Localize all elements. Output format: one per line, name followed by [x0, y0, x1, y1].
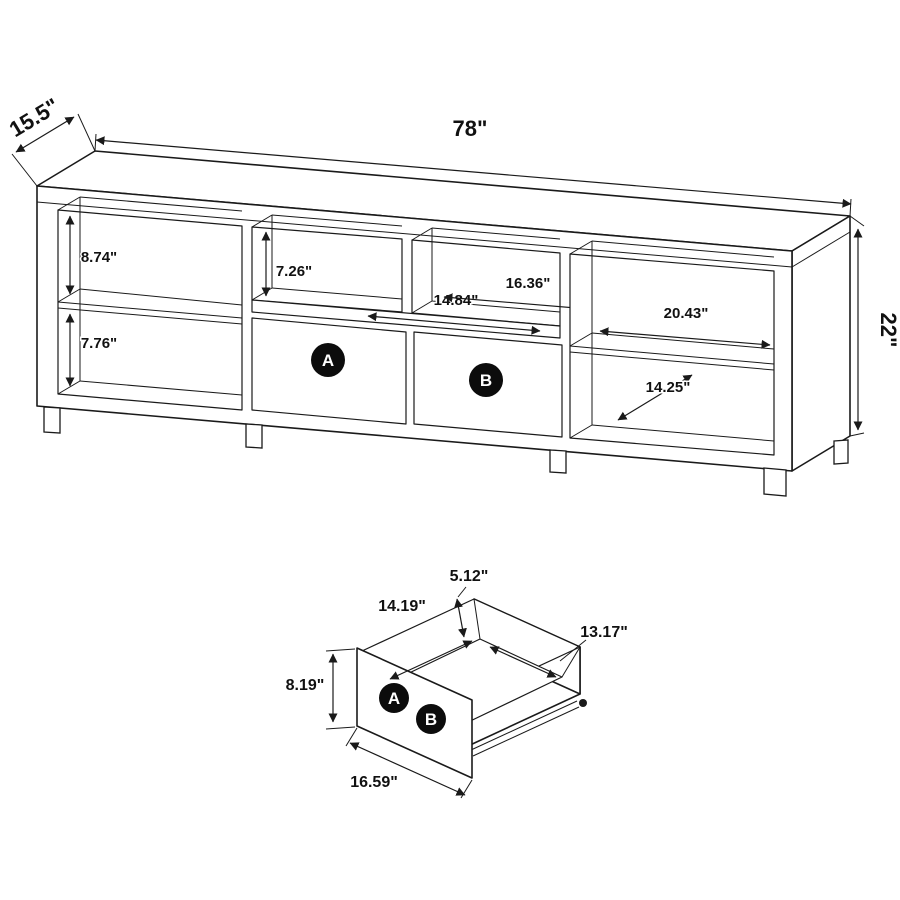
dim-line-depth — [15, 116, 75, 153]
dim-label-inner-depth: 14.19" — [378, 598, 426, 615]
drawer-badge-b — [416, 704, 446, 734]
drawer-glide-rail — [472, 706, 580, 757]
dim-line-inner-depth — [389, 640, 473, 680]
cabinet-depth-edge — [569, 240, 593, 255]
dim-line-width — [95, 136, 852, 208]
console-foot — [43, 406, 61, 434]
dim-label-cubby-width-left: 14.84" — [434, 292, 479, 309]
cabinet-back-edge — [79, 380, 243, 396]
drawer-inner-corner-edge — [473, 598, 481, 640]
shelf-side-edge — [569, 332, 593, 347]
cubby-depth-edge — [251, 214, 273, 228]
dim-label-height: 22" — [876, 313, 900, 348]
cabinet-back-edge — [591, 240, 775, 258]
dim-label-front-width: 16.59" — [350, 774, 398, 791]
drawer-diagram: A B 8.19" 16.59" 5.12" 14.19" 13.17" — [284, 567, 629, 799]
leader-line — [457, 586, 467, 598]
cubby-depth-edge — [411, 227, 433, 241]
drawer-a-letter: A — [322, 351, 334, 370]
drawer-inner-corner-edge — [561, 646, 581, 678]
console-drawers: A B — [251, 317, 563, 438]
drawer-dimensions: 8.19" 16.59" 5.12" 14.19" 13.17" — [284, 567, 629, 799]
dim-label-left-shelf-bottom: 7.76" — [81, 335, 117, 352]
extension-line — [77, 113, 96, 152]
dim-line-inner-height — [454, 598, 467, 638]
console-right-cabinet: 20.43" 14.25" — [569, 240, 775, 456]
cubby-depth-edge — [411, 300, 433, 314]
dim-line-front-width — [349, 742, 466, 796]
shelf-front-edge — [569, 345, 775, 365]
drawer-b-letter: B — [480, 371, 492, 390]
console-side-board-edge — [791, 231, 851, 268]
shelf-side-edge — [57, 288, 81, 303]
extension-line — [94, 133, 97, 152]
extension-line — [460, 779, 473, 799]
dim-label-inner-width: 13.17" — [580, 624, 628, 641]
console-foot — [763, 467, 787, 497]
console-middle-shelves: 7.26" 14.84" 16.36" — [251, 214, 613, 339]
console-foot — [549, 449, 567, 474]
drawer-b-badge — [469, 363, 503, 397]
cubby-back-edge — [431, 227, 561, 240]
shelf-thickness-edge — [57, 307, 243, 325]
cubby-back-edge — [271, 287, 403, 300]
dim-label-right-shelf-depth: 14.25" — [646, 379, 691, 396]
dim-label-cubby-height: 7.26" — [276, 263, 312, 280]
extension-line — [325, 648, 356, 652]
cabinet-depth-edge — [57, 380, 81, 395]
drawer-letter-a: A — [388, 689, 400, 708]
drawer-glide-wheel — [579, 699, 587, 707]
dim-line-right-shelf-depth — [617, 374, 693, 421]
dim-line-inner-width — [489, 646, 557, 678]
dim-label-depth: 15.5" — [5, 93, 64, 142]
extension-line — [849, 215, 865, 227]
extension-line — [11, 153, 38, 187]
shelf-thickness-edge — [569, 351, 775, 371]
dim-label-width: 78" — [453, 116, 488, 141]
drawer-badge-a — [379, 683, 409, 713]
dim-label-right-shelf-width: 20.43" — [664, 305, 709, 322]
console-diagram: 8.74" 7.76" 7.26" 14.84" 16.36" — [3, 91, 900, 497]
console-foot — [833, 439, 849, 465]
console-top-board-edge — [36, 201, 793, 268]
extension-line — [849, 198, 852, 217]
drawer-glide-rail — [470, 700, 578, 751]
dim-line-right-shelf-width — [599, 327, 771, 349]
extension-line — [849, 432, 865, 437]
extension-line — [325, 726, 356, 730]
dim-line-cubby-width-left — [367, 312, 541, 335]
drawer-a-badge — [311, 343, 345, 377]
cabinet-depth-edge — [569, 424, 593, 439]
dim-label-left-shelf-top: 8.74" — [81, 249, 117, 266]
cubby-back-edge — [271, 214, 403, 227]
console-left-cabinet: 8.74" 7.76" — [57, 196, 243, 411]
dim-label-inner-height: 5.12" — [450, 568, 489, 585]
shelf-front-edge — [57, 301, 243, 319]
shelf-back-edge — [79, 288, 243, 306]
cabinet-back-edge — [591, 424, 775, 442]
dim-label-cubby-width-right: 16.36" — [506, 275, 551, 292]
cabinet-depth-edge — [57, 196, 81, 211]
extension-line — [345, 727, 358, 747]
console-foot — [245, 423, 263, 449]
left-cubby-opening — [251, 226, 403, 313]
console-side-face — [791, 215, 851, 472]
dim-label-front-height: 8.19" — [286, 677, 325, 694]
leader-line — [559, 639, 587, 662]
drawer-letter-b: B — [425, 710, 437, 729]
